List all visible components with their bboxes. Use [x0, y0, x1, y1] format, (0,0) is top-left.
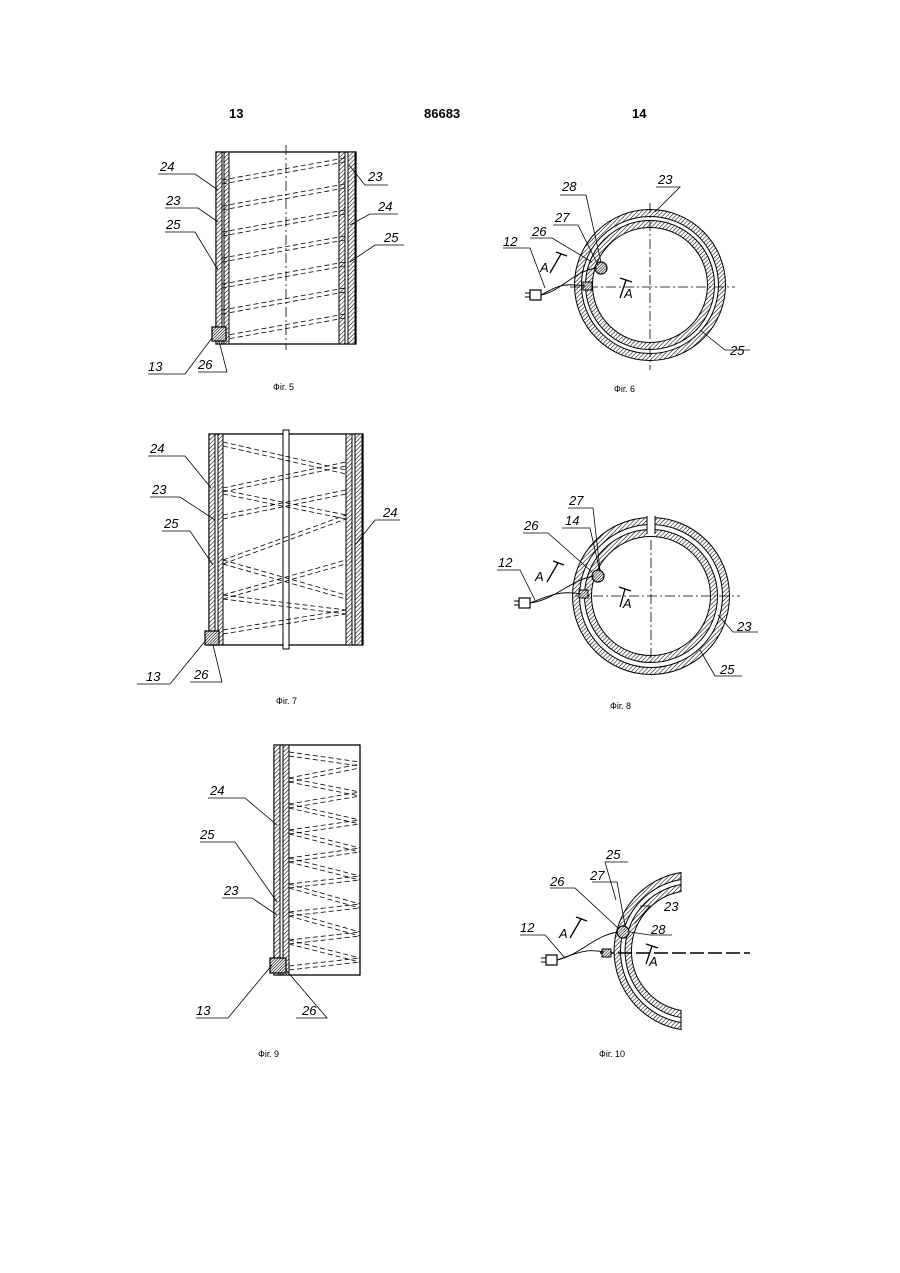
- fig6-label-A-left: A: [539, 260, 549, 275]
- fig9-caption: Фіг. 9: [258, 1049, 279, 1059]
- fig8-label-A-left: A: [534, 569, 544, 584]
- fig5-label-24-right: 24: [377, 199, 392, 214]
- fig5-label-26: 26: [197, 357, 213, 372]
- fig7-label-24-right: 24: [382, 505, 397, 520]
- fig10-label-23: 23: [663, 899, 679, 914]
- fig8-label-A-right: A: [622, 596, 632, 611]
- fig10-label-A-left: A: [558, 926, 568, 941]
- fig6-label-26: 26: [531, 224, 547, 239]
- fig10-caption: Фіг. 10: [599, 1049, 625, 1059]
- fig5-label-13: 13: [148, 359, 163, 374]
- fig9-label-25: 25: [199, 827, 215, 842]
- fig6-label-28: 28: [561, 179, 577, 194]
- fig6-label-12: 12: [503, 234, 518, 249]
- figure-5-labels: 24 23 25 23 24 25 13 26: [148, 159, 399, 374]
- fig10-label-27: 27: [589, 868, 605, 883]
- fig10-label-28: 28: [650, 922, 666, 937]
- figure-6: [503, 187, 750, 370]
- fig6-label-27: 27: [554, 210, 570, 225]
- fig5-label-25-right: 25: [383, 230, 399, 245]
- fig9-label-23: 23: [223, 883, 239, 898]
- fig5-label-23-left: 23: [165, 193, 181, 208]
- fig5-label-25-left: 25: [165, 217, 181, 232]
- fig8-label-27: 27: [568, 493, 584, 508]
- fig7-label-23: 23: [151, 482, 167, 497]
- figure-10-labels: 25 26 27 23 28 12 A A: [520, 847, 679, 969]
- fig8-label-25: 25: [719, 662, 735, 677]
- fig7-label-25: 25: [163, 516, 179, 531]
- fig5-caption: Фіг. 5: [273, 382, 294, 392]
- fig8-label-23: 23: [736, 619, 752, 634]
- fig7-caption: Фіг. 7: [276, 696, 297, 706]
- fig8-caption: Фіг. 8: [610, 701, 631, 711]
- fig5-label-23-right: 23: [367, 169, 383, 184]
- figure-9-labels: 24 25 23 13 26: [196, 783, 317, 1018]
- fig9-label-24: 24: [209, 783, 224, 798]
- fig10-label-26: 26: [549, 874, 565, 889]
- fig6-label-23: 23: [657, 172, 673, 187]
- fig6-label-25: 25: [729, 343, 745, 358]
- figure-7: [137, 430, 400, 684]
- fig7-label-24-left: 24: [149, 441, 164, 456]
- fig6-caption: Фіг. 6: [614, 384, 635, 394]
- figure-5: [148, 145, 404, 374]
- fig10-label-A-right: A: [648, 954, 658, 969]
- fig10-label-12: 12: [520, 920, 535, 935]
- fig9-label-26: 26: [301, 1003, 317, 1018]
- fig8-label-14: 14: [565, 513, 579, 528]
- fig5-label-24-left: 24: [159, 159, 174, 174]
- fig8-label-26: 26: [523, 518, 539, 533]
- fig8-label-12: 12: [498, 555, 513, 570]
- figure-8: [497, 508, 758, 676]
- fig7-label-13: 13: [146, 669, 161, 684]
- fig9-label-13: 13: [196, 1003, 211, 1018]
- fig10-label-25: 25: [605, 847, 621, 862]
- fig7-label-26: 26: [193, 667, 209, 682]
- fig6-label-A-right: A: [623, 286, 633, 301]
